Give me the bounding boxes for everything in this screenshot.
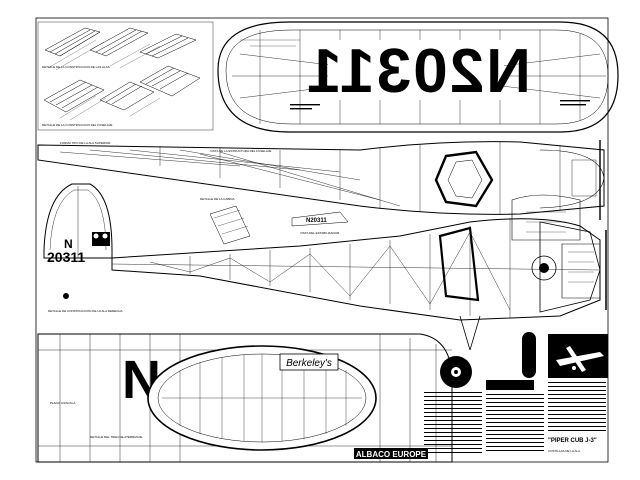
note-right-wing: DETALLE DE CONSTRUCCION DE LA ALA DERECH… [48, 309, 122, 313]
cowl-mark: N20311 [306, 218, 327, 224]
note-upper-wing: FORMA TIPO DE LA ALA SUPERIOR [60, 141, 111, 145]
berkeley-logo: Berkeley's [286, 358, 332, 369]
note-wing-construction: DETALLE DE LA CONSTRUCCION DE LAS ALAS [42, 65, 110, 69]
note-landing-gear: DETALLE DEL TREN DE ATERRIZAJE [90, 435, 142, 439]
plan-title: "PIPER CUB J-3" [548, 438, 597, 444]
fuselage-side-view: N20311 DETALLE DE LA CABINA VISTA DEL ES… [48, 197, 607, 351]
note-fuselage-structure: VISTA DE LA ESTRUCTURA DEL FUSELAJE [210, 149, 271, 153]
wing-plan-view: N Berkeley's PLANO A ESCALA DETALLE DEL … [37, 333, 453, 463]
fin-front-view: N 20311 [43, 183, 113, 299]
cowl-mark-sketch: N20311 [291, 211, 349, 227]
note-wing-ribs: COSTILLAS DE LA ALA [548, 449, 580, 453]
note-scale: PLANO A ESCALA [50, 401, 75, 405]
tail-registration: N20311 [305, 37, 531, 106]
note-cabin-detail: DETALLE DE LA CABINA [200, 197, 234, 201]
cabin-detail-inset [209, 205, 251, 245]
publisher-banner: ALBACO EUROPE [354, 448, 428, 459]
instruction-text-block: "PIPER CUB J-3" COSTILLAS DE LA ALA [424, 380, 606, 453]
publisher-name: ALBACO EUROPE [356, 450, 427, 459]
fin-mark-number: 20311 [47, 249, 85, 265]
aircraft-silhouette-box [548, 334, 608, 378]
wing-construction-details: DETALLE DE LA CONSTRUCCION DE LAS ALAS D… [37, 21, 214, 131]
fuselage-top-view: FORMA TIPO DE LA ALA SUPERIOR VISTA DE L… [37, 140, 605, 220]
wheel-detail [440, 356, 472, 388]
fin-mark-n: N [64, 237, 73, 251]
note-stabilizer: VISTA DEL ESTABILIZADOR [300, 231, 340, 235]
tail-skid-icon [522, 332, 536, 378]
rib-patterns [511, 194, 601, 299]
fin-side-view: N20311 [217, 21, 619, 133]
tail-wheel-icon [63, 293, 69, 299]
note-fuselage-construction: DETALLE DE LA CONSTRUCCION DEL FUSELAJE [42, 123, 112, 127]
